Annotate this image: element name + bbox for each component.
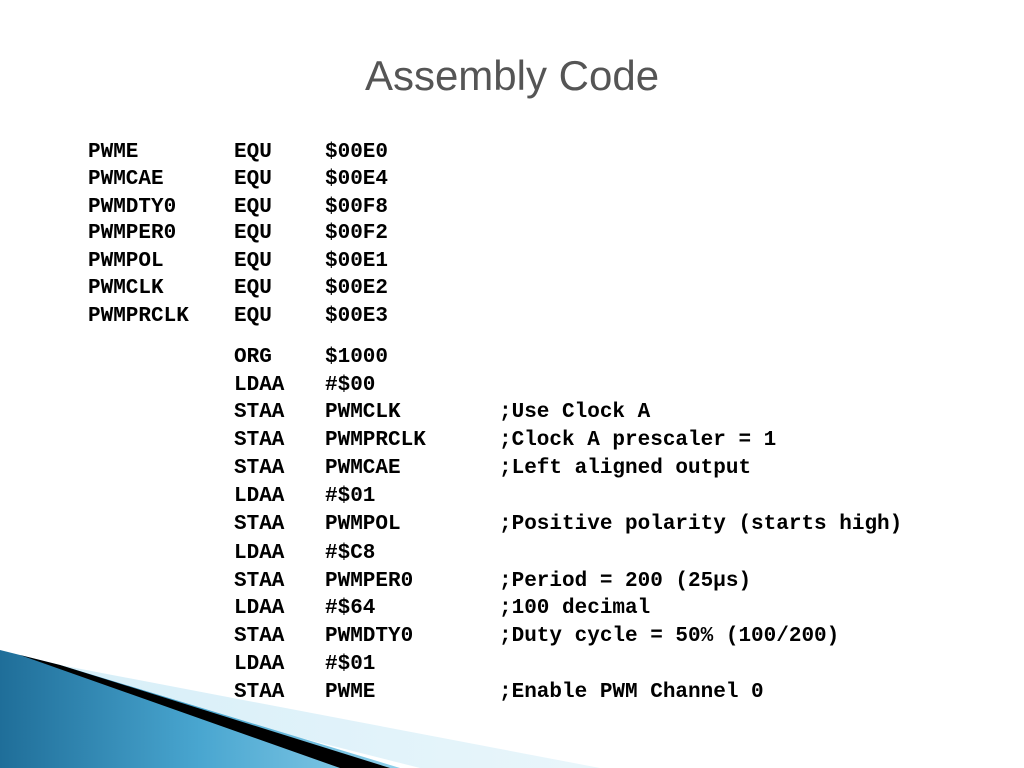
code-line: PWME EQU $00E0 <box>0 140 1024 166</box>
code-line: PWMCAE EQU $00E4 <box>0 167 1024 193</box>
code-operand: $00F8 <box>325 196 389 219</box>
code-mnemonic: EQU <box>234 168 272 191</box>
code-line: PWMCLK EQU $00E2 <box>0 276 1024 302</box>
code-mnemonic: LDAA <box>234 597 285 620</box>
code-mnemonic: EQU <box>234 196 272 219</box>
code-operand: #$64 <box>325 597 376 620</box>
code-mnemonic: STAA <box>234 625 285 648</box>
code-operand: $00F2 <box>325 222 389 245</box>
code-mnemonic: STAA <box>234 401 285 424</box>
code-comment: ;Positive polarity (starts high) <box>499 513 903 536</box>
code-line: PWMPOL EQU $00E1 <box>0 249 1024 275</box>
code-mnemonic: EQU <box>234 277 272 300</box>
code-operand: #$01 <box>325 653 376 676</box>
code-operand: $1000 <box>325 346 389 369</box>
code-line: STAA PWMPOL ;Positive polarity (starts hig… <box>0 512 1024 538</box>
code-line: STAA PWMCAE ;Left aligned output <box>0 456 1024 482</box>
code-comment: ;Use Clock A <box>499 401 651 424</box>
code-mnemonic: EQU <box>234 141 272 164</box>
code-label: PWMDTY0 <box>88 196 177 219</box>
code-line: STAA PWMPRCLK ;Clock A prescaler = 1 <box>0 428 1024 454</box>
code-mnemonic: EQU <box>234 222 272 245</box>
code-line: LDAA #$64 ;100 decimal <box>0 596 1024 622</box>
code-mnemonic: ORG <box>234 346 272 369</box>
slide-title: Assembly Code <box>364 52 660 99</box>
code-line: STAA PWME ;Enable PWM Channel 0 <box>0 680 1024 706</box>
code-mnemonic: STAA <box>234 681 285 704</box>
code-operand: PWMDTY0 <box>325 625 414 648</box>
code-label: PWMPOL <box>88 250 164 273</box>
code-line: LDAA #$00 <box>0 373 1024 399</box>
decor-dark-stripe <box>20 655 390 768</box>
code-comment: ;Duty cycle = 50% (100/200) <box>499 625 840 648</box>
code-mnemonic: STAA <box>234 429 285 452</box>
code-line: LDAA #$C8 <box>0 541 1024 567</box>
code-operand: $00E4 <box>325 168 389 191</box>
code-comment: ;Enable PWM Channel 0 <box>499 681 764 704</box>
code-comment: ;Left aligned output <box>499 457 752 480</box>
code-line: LDAA #$01 <box>0 484 1024 510</box>
code-operand: $00E3 <box>325 305 389 328</box>
code-label: PWMCAE <box>88 168 164 191</box>
code-mnemonic: EQU <box>234 305 272 328</box>
code-line: LDAA #$01 <box>0 652 1024 678</box>
code-line: PWMPER0 EQU $00F2 <box>0 221 1024 247</box>
code-operand: $00E0 <box>325 141 389 164</box>
code-operand: #$00 <box>325 374 376 397</box>
code-operand: PWME <box>325 681 376 704</box>
code-operand: $00E1 <box>325 250 389 273</box>
code-operand: #$01 <box>325 485 376 508</box>
code-label: PWME <box>88 141 139 164</box>
code-mnemonic: EQU <box>234 250 272 273</box>
code-mnemonic: STAA <box>234 513 285 536</box>
code-operand: PWMPOL <box>325 513 401 536</box>
code-operand: PWMCAE <box>325 457 401 480</box>
code-operand: $00E2 <box>325 277 389 300</box>
code-operand: PWMPER0 <box>325 570 414 593</box>
code-mnemonic: LDAA <box>234 542 285 565</box>
code-comment: ;Clock A prescaler = 1 <box>499 429 777 452</box>
code-mnemonic: STAA <box>234 570 285 593</box>
code-line: ORG $1000 <box>0 345 1024 371</box>
code-line: STAA PWMPER0 ;Period = 200 (25µs) <box>0 569 1024 595</box>
code-line: STAA PWMDTY0 ;Duty cycle = 50% (100/200) <box>0 624 1024 650</box>
code-mnemonic: LDAA <box>234 485 285 508</box>
code-operand: PWMCLK <box>325 401 401 424</box>
code-label: PWMCLK <box>88 277 164 300</box>
code-operand: #$C8 <box>325 542 376 565</box>
code-operand: PWMPRCLK <box>325 429 426 452</box>
code-label: PWMPRCLK <box>88 305 189 328</box>
code-line: PWMPRCLK EQU $00E3 <box>0 304 1024 330</box>
code-comment: ;100 decimal <box>499 597 651 620</box>
code-label: PWMPER0 <box>88 222 177 245</box>
code-mnemonic: STAA <box>234 457 285 480</box>
decor-light-band <box>40 665 600 768</box>
code-mnemonic: LDAA <box>234 653 285 676</box>
code-line: STAA PWMCLK ;Use Clock A <box>0 400 1024 426</box>
code-line: PWMDTY0 EQU $00F8 <box>0 195 1024 221</box>
code-mnemonic: LDAA <box>234 374 285 397</box>
code-comment: ;Period = 200 (25µs) <box>499 570 752 593</box>
